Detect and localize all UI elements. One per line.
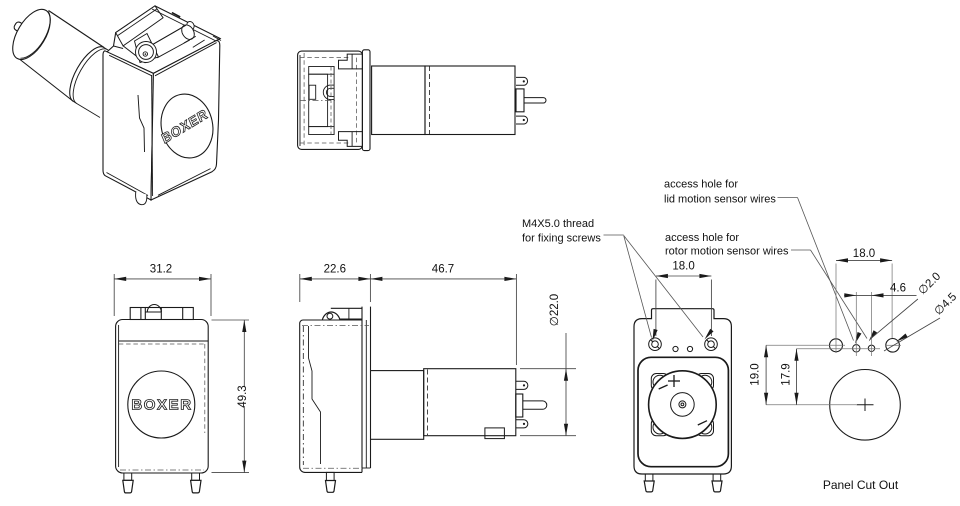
svg-text:46.7: 46.7 [432,264,454,276]
svg-text:access hole for: access hole for [665,232,739,244]
svg-text:19.0: 19.0 [750,363,762,385]
svg-text:BOXER: BOXER [131,397,192,414]
svg-text:22.6: 22.6 [324,264,346,276]
svg-text:lid motion sensor wires: lid motion sensor wires [664,194,776,206]
svg-text:M4X5.0 thread: M4X5.0 thread [522,218,594,230]
svg-text:∅22.0: ∅22.0 [549,294,561,326]
svg-text:18.0: 18.0 [672,261,694,273]
svg-text:31.2: 31.2 [150,264,172,276]
svg-text:18.0: 18.0 [853,248,875,260]
svg-text:17.9: 17.9 [781,363,793,385]
svg-text:rotor motion sensor wires: rotor motion sensor wires [665,246,789,258]
svg-text:for fixing screws: for fixing screws [522,233,601,245]
svg-text:49.3: 49.3 [237,385,249,407]
svg-text:access hole for: access hole for [664,179,738,191]
svg-text:4.6: 4.6 [890,283,906,295]
svg-text:Panel Cut Out: Panel Cut Out [823,478,899,492]
